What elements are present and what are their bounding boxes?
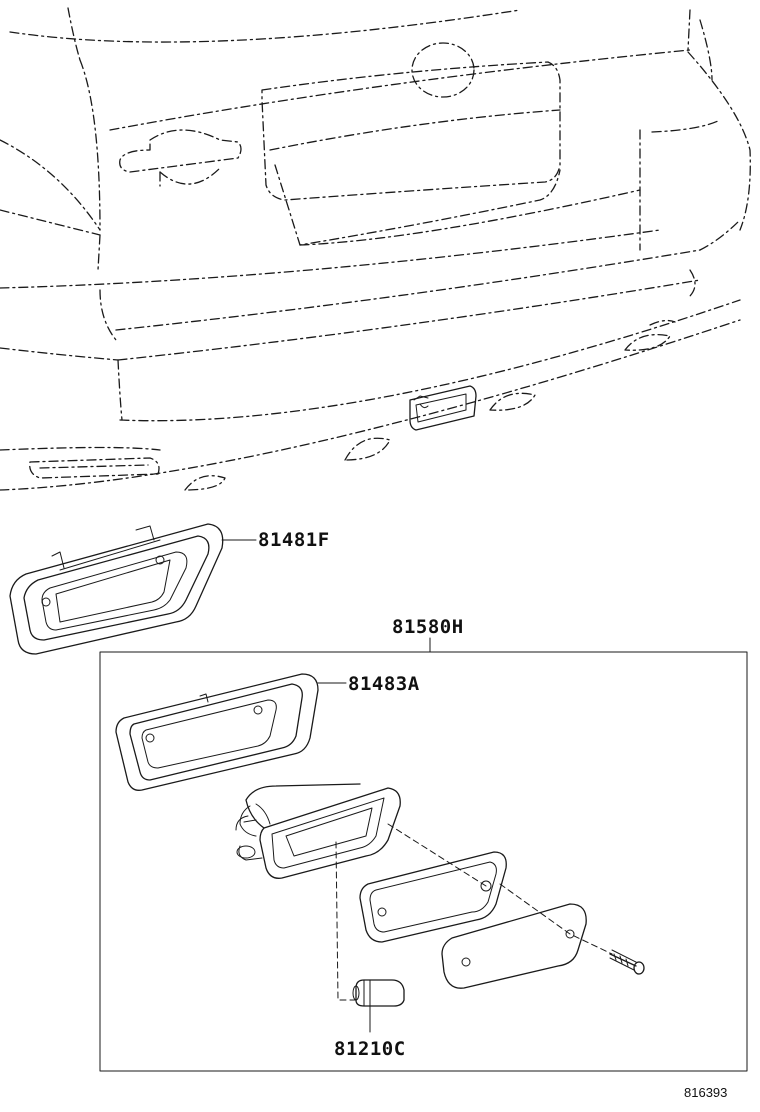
label-81210C: 81210C xyxy=(334,1038,406,1060)
label-81580H: 81580H xyxy=(392,616,464,638)
illustration-code: 816393 xyxy=(684,1085,727,1100)
lamp-lens-drawing xyxy=(441,903,587,989)
label-81481F: 81481F xyxy=(258,529,330,551)
lamp-housing-drawing xyxy=(235,783,401,879)
lamp-bezel-drawing xyxy=(115,673,319,791)
lamp-assy-box xyxy=(99,637,748,1072)
screw-drawing xyxy=(609,949,645,975)
vehicle-rear-outline xyxy=(0,7,751,491)
lamp-gasket-drawing xyxy=(359,851,507,943)
bulb-drawing xyxy=(352,979,405,1007)
label-81483A: 81483A xyxy=(348,673,420,695)
reflector-bezel-drawing xyxy=(9,523,224,655)
leader-lines xyxy=(221,539,613,1033)
